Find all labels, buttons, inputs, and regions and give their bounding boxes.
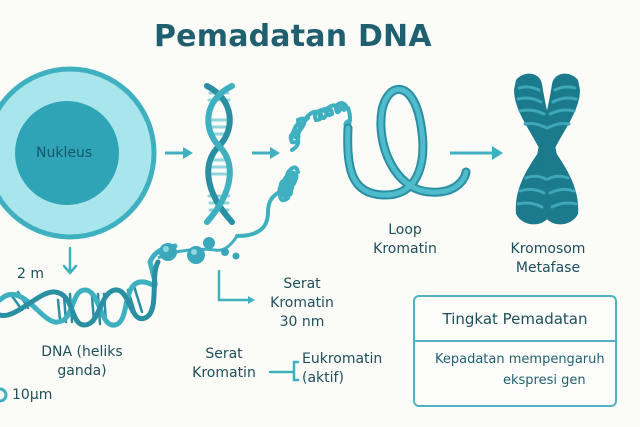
dna-label: DNA (heliks ganda) <box>22 343 142 381</box>
packing-level-line1: Kepadatan mempengaruh <box>435 352 605 367</box>
chromosome-icon <box>514 73 580 225</box>
chromatin-fiber-line1: Serat <box>205 346 243 362</box>
packing-level-line2: ekspresi gen <box>503 373 586 388</box>
arrow-right-icon <box>252 147 280 159</box>
scale-label: 10µm <box>12 387 53 403</box>
arrow-down-icon <box>62 246 78 275</box>
chromatin-loop-line1: Loop <box>388 222 422 238</box>
chromatin-loop-icon <box>343 85 471 200</box>
chromatin-loop-line2: Kromatin <box>373 241 437 257</box>
double-helix-icon <box>204 83 235 225</box>
packing-level-header: Tingkat Pemadatan <box>415 297 615 342</box>
coiled-fiber-icon <box>235 101 352 238</box>
nucleus-label: Nukleus <box>36 145 93 161</box>
nucleus-icon <box>0 66 157 240</box>
dna-length-label: 2 m <box>17 266 44 282</box>
euchromatin-label: Eukromatin (aktif) <box>302 350 382 388</box>
dna-label-line2: ganda) <box>57 363 107 379</box>
fiber-30nm-line3: 30 nm <box>279 314 325 330</box>
bracket-icon <box>268 360 300 382</box>
fiber-30nm-label: Serat Kromatin 30 nm <box>262 275 342 332</box>
chromatin-fiber-line2: Kromatin <box>192 365 256 381</box>
metaphase-chromosome-label: Kromosom Metafase <box>503 240 593 278</box>
scale-marker-icon <box>0 387 8 403</box>
packing-level-body: Kepadatan mempengaruh ekspresi gen <box>415 342 615 405</box>
fiber-30nm-line2: Kromatin <box>270 295 334 311</box>
chromosome-line2: Metafase <box>515 260 581 276</box>
fiber-30nm-line1: Serat <box>283 276 321 292</box>
nucleosome-beads-icon <box>157 235 240 264</box>
arrow-right-icon <box>165 147 193 159</box>
chromatin-fiber-label: Serat Kromatin <box>184 345 264 383</box>
arrow-right-icon <box>450 146 503 160</box>
euchromatin-line1: Eukromatin <box>302 351 383 367</box>
dna-label-line1: DNA (heliks <box>41 344 123 360</box>
euchromatin-line2: (aktif) <box>302 370 344 386</box>
double-helix-icon <box>0 243 178 328</box>
page-title: Pemadatan DNA <box>154 19 432 54</box>
arrow-right-icon <box>217 269 255 304</box>
chromatin-loop-label: Loop Kromatin <box>365 221 445 259</box>
chromosome-line1: Kromosom <box>510 241 586 257</box>
packing-level-box: Tingkat Pemadatan Kepadatan mempengaruh … <box>413 295 617 407</box>
